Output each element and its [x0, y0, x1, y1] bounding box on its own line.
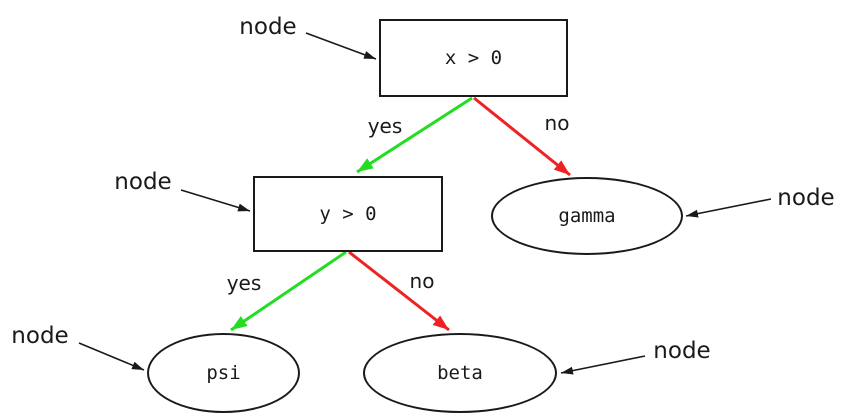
annotation-arrow-root: [305, 32, 377, 60]
node-gamma: gamma: [491, 177, 683, 255]
annotation-label-y: node: [114, 169, 172, 195]
edge-label-root-no: no: [544, 111, 570, 135]
annotation-arrow-y: [180, 189, 251, 212]
node-psi: psi: [147, 333, 300, 413]
node-psi-label: psi: [206, 362, 241, 384]
node-root: x > 0: [379, 19, 568, 97]
annotation-arrow-beta: [560, 355, 646, 375]
annotation-arrow-psi: [78, 342, 145, 371]
annotation-label-psi: node: [11, 323, 69, 349]
node-gamma-label: gamma: [558, 205, 616, 227]
edge-label-y-yes: yes: [226, 271, 262, 295]
edge-root-no: [473, 96, 571, 177]
node-root-label: x > 0: [444, 47, 503, 69]
node-beta: beta: [363, 333, 557, 413]
annotation-label-gamma: node: [777, 185, 835, 211]
node-beta-label: beta: [437, 362, 483, 384]
edge-label-root-yes: yes: [367, 114, 403, 138]
edge-y-no: [348, 250, 450, 332]
edge-root-yes: [356, 96, 473, 174]
node-y-decision-label: y > 0: [319, 203, 377, 225]
node-y-decision: y > 0: [253, 176, 443, 252]
edge-y-yes: [230, 250, 347, 332]
annotation-arrow-gamma: [685, 198, 772, 218]
annotation-label-beta: node: [653, 338, 711, 364]
edge-label-y-no: no: [409, 269, 435, 293]
annotation-label-root: node: [239, 14, 297, 40]
